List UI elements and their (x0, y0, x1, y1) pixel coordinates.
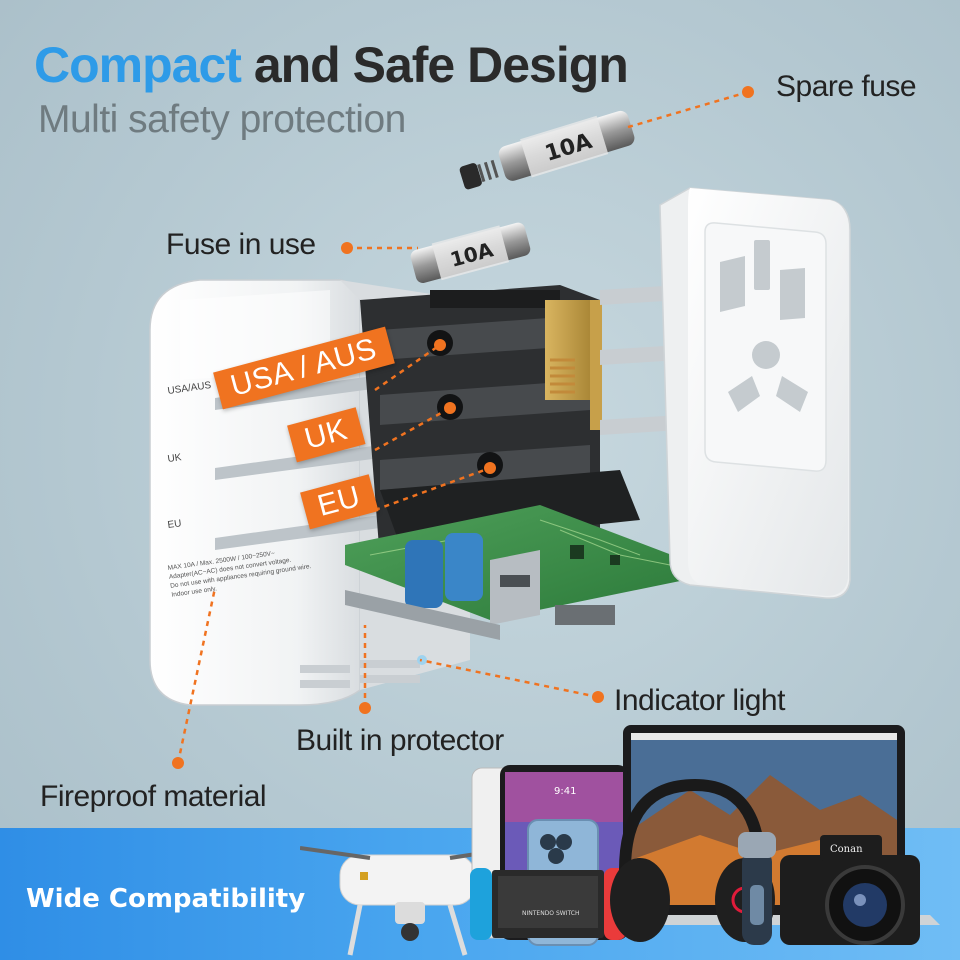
switch-brand: NINTENDO SWITCH (522, 910, 579, 917)
callout-built-in-protector: Built in protector (296, 724, 504, 757)
title-highlight: Compact (34, 37, 242, 93)
camera-brand: Conan (830, 844, 863, 855)
spare-fuse-icon: 10A (459, 110, 635, 190)
camera-icon: Conan (780, 835, 920, 945)
title-rest: and Safe Design (253, 37, 629, 93)
compatible-devices: 9:41 NINTENDO SWITCH Conan (300, 725, 940, 956)
phone-time: 9:41 (554, 786, 576, 797)
callout-spare-fuse: Spare fuse (776, 70, 917, 103)
label-uk: UK (167, 452, 183, 465)
callout-indicator-light: Indicator light (614, 684, 785, 717)
leader-lines (176, 90, 749, 764)
callout-fireproof-material: Fireproof material (40, 780, 267, 813)
plug-mechanism (360, 285, 680, 560)
shaver-icon (738, 832, 776, 945)
wide-compatibility-label: Wide Compatibility (26, 884, 306, 914)
page-title: Compact and Safe Design (34, 36, 629, 94)
circuit-board (345, 505, 685, 640)
label-eu: EU (167, 518, 182, 531)
socket-faceplate (659, 187, 851, 599)
callout-fuse-in-use: Fuse in use (166, 228, 316, 261)
fuse-in-use-icon: 10A (410, 222, 531, 283)
leader-dots (172, 86, 754, 769)
drone-icon (300, 846, 516, 956)
page-subtitle: Multi safety protection (38, 98, 406, 141)
game-console-icon: NINTENDO SWITCH (470, 868, 626, 940)
